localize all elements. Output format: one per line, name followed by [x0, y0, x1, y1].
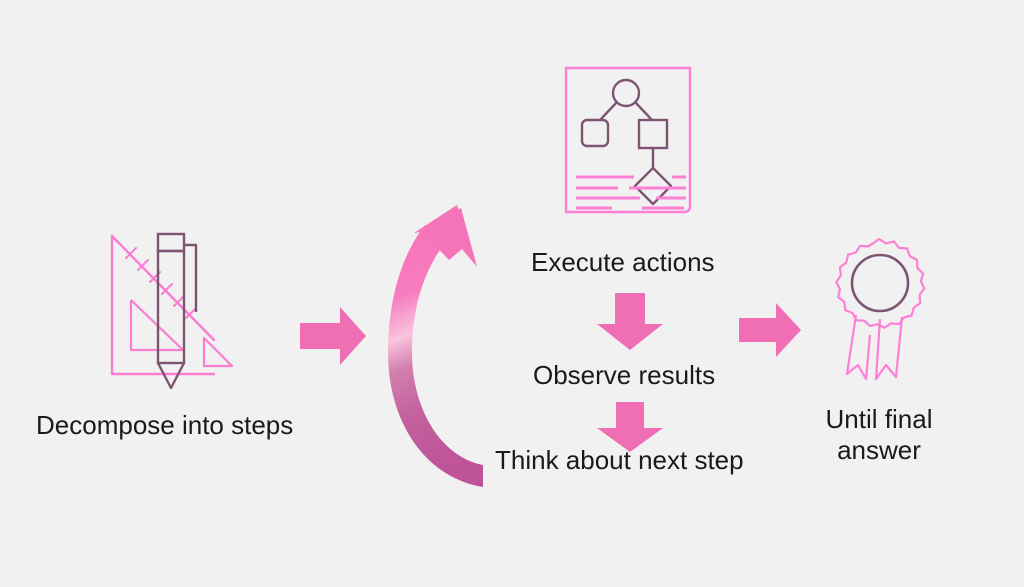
award-rosette-icon [820, 237, 938, 382]
stage-label-observe: Observe results [533, 360, 716, 390]
stage-label-decompose: Decompose into steps [36, 410, 294, 440]
stage-label-think: Think about next step [495, 445, 744, 475]
arrow-right-to-loop-icon [300, 305, 366, 367]
arrow-down-execute-to-observe-icon [597, 293, 663, 350]
stage-label-final: Until final answer [825, 404, 933, 465]
document-flowchart-icon [556, 64, 701, 219]
stage-label-execute: Execute actions [531, 247, 715, 277]
loop-back-arrow-icon [383, 205, 498, 490]
ruler-pen-icon [98, 228, 238, 393]
arrow-right-to-final-icon [739, 301, 801, 359]
arrow-down-observe-to-think-icon [597, 402, 663, 452]
